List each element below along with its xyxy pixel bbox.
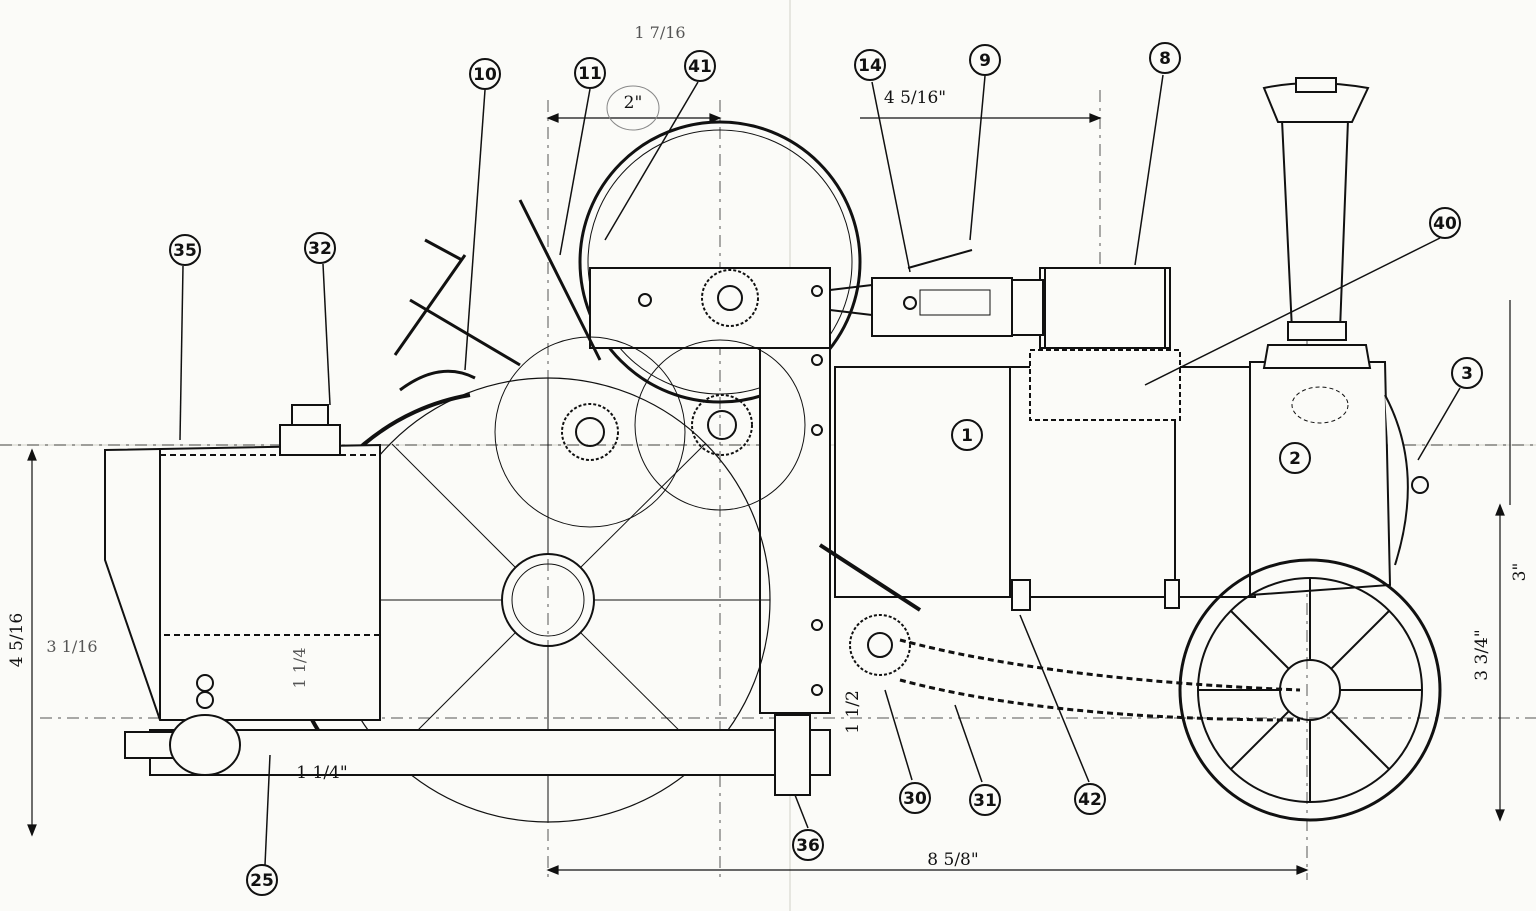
callout-9: 9 <box>969 44 1001 76</box>
callouts: 35 32 10 11 41 14 9 8 40 3 1 2 25 36 30 … <box>169 42 1483 896</box>
callout-label: 2 <box>1289 449 1301 469</box>
callout-3: 3 <box>1451 357 1483 389</box>
callout-42: 42 <box>1074 783 1106 815</box>
callout-label: 40 <box>1433 214 1457 234</box>
callout-label: 11 <box>578 64 602 84</box>
callout-11: 11 <box>574 57 606 89</box>
front-wheel <box>1178 558 1442 822</box>
side-plate <box>589 267 831 714</box>
chimney <box>1262 77 1372 369</box>
dim-top-4-5-16: 4 5/16" <box>884 88 946 108</box>
callout-label: 3 <box>1461 364 1473 384</box>
callout-41: 41 <box>684 50 716 82</box>
callout-32: 32 <box>304 232 336 264</box>
leader-lines <box>179 74 1461 866</box>
callout-label: 32 <box>308 239 332 259</box>
callout-30: 30 <box>899 782 931 814</box>
cylinder-block <box>1004 267 1181 421</box>
drive-chains <box>818 543 1301 722</box>
callout-25: 25 <box>246 864 278 896</box>
callout-label: 14 <box>858 56 882 76</box>
callout-label: 42 <box>1078 790 1102 810</box>
callout-label: 25 <box>250 871 274 891</box>
callout-10: 10 <box>469 58 501 90</box>
callout-2: 2 <box>1279 442 1311 474</box>
callout-8: 8 <box>1149 42 1181 74</box>
dimension-lines <box>27 113 1511 875</box>
dim-mid-1-1-4: 1 1/4 <box>290 647 309 688</box>
dim-left-3-1-16: 3 1/16 <box>46 637 97 656</box>
gear-train <box>494 269 911 676</box>
smokebox <box>1249 361 1429 597</box>
tender-tank <box>104 404 381 721</box>
callout-label: 8 <box>1159 49 1171 69</box>
dim-top-2: 2" <box>624 93 643 113</box>
callout-label: 10 <box>473 65 497 85</box>
callout-label: 9 <box>979 51 991 71</box>
dimension-labels: 2" 1 7/16 4 5/16" 8 5/8" 4 5/16 3 1/16 1… <box>7 23 1530 870</box>
callout-35: 35 <box>169 234 201 266</box>
crosshead-guide <box>829 249 1013 337</box>
callout-31: 31 <box>969 784 1001 816</box>
pencil-circle <box>606 85 660 131</box>
dim-edge-3: 3" <box>1510 563 1530 582</box>
callout-label: 30 <box>903 789 927 809</box>
callout-label: 36 <box>796 836 820 856</box>
callout-label: 35 <box>173 241 197 261</box>
flywheel <box>578 120 862 404</box>
dim-right-3-3-4: 3 3/4" <box>1472 629 1492 680</box>
callout-label: 1 <box>961 426 973 446</box>
callout-40: 40 <box>1429 207 1461 239</box>
dim-bottom-8-5-8: 8 5/8" <box>927 850 978 870</box>
callout-1: 1 <box>951 419 983 451</box>
callout-14: 14 <box>854 49 886 81</box>
dim-low-1-1-4: 1 1/4" <box>296 763 347 783</box>
dim-top-1-7-16: 1 7/16 <box>634 23 685 42</box>
lower-frame <box>124 714 831 796</box>
steering-controls <box>393 199 602 392</box>
dim-low-1-1-2: 1 1/2 <box>843 690 863 734</box>
callout-label: 31 <box>973 791 997 811</box>
callout-36: 36 <box>792 829 824 861</box>
callout-label: 41 <box>688 57 712 77</box>
dim-left-4-5-16: 4 5/16 <box>7 613 27 667</box>
